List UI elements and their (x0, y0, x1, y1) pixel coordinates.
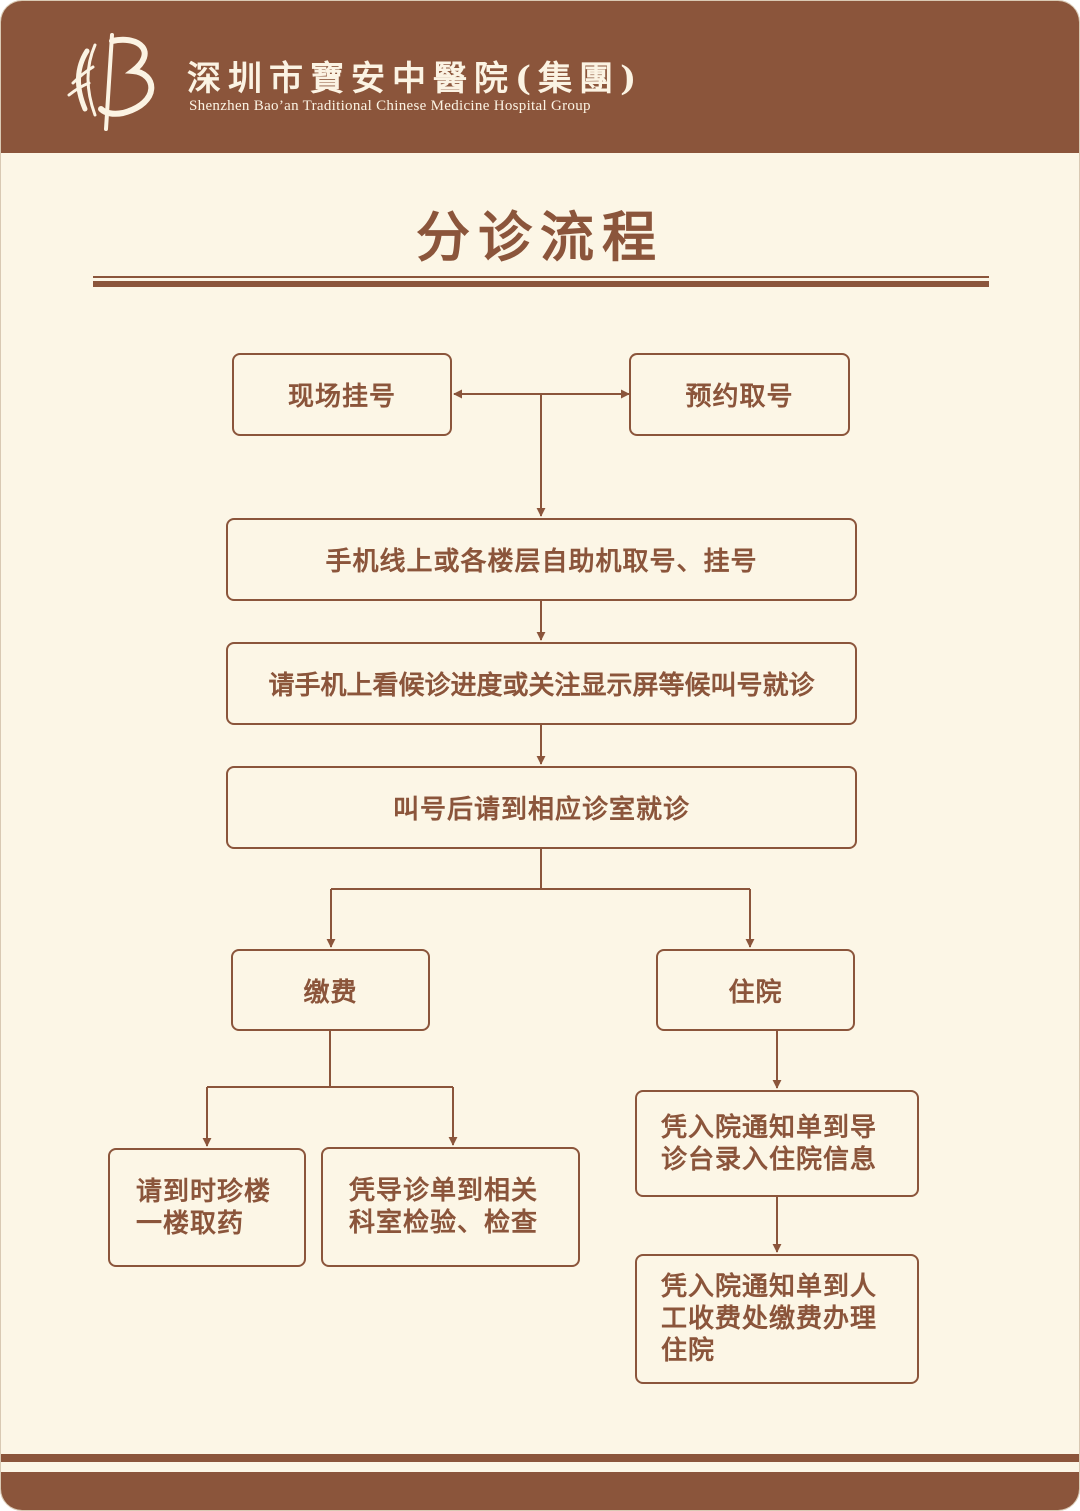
appointment-pickup-box: 预约取号 (629, 353, 850, 436)
admission-payment-box: 凭入院通知单到人工收费处缴费办理住院 (635, 1254, 919, 1384)
get-medicine-box: 请到时珍楼一楼取药 (108, 1148, 306, 1267)
self-service-registration-box: 手机线上或各楼层自助机取号、挂号 (226, 518, 857, 601)
lab-tests-box: 凭导诊单到相关科室检验、检查 (321, 1147, 580, 1267)
go-to-consult-room-box: 叫号后请到相应诊室就诊 (226, 766, 857, 849)
header-banner: 深圳市寶安中醫院(集團) Shenzhen Bao’an Traditional… (1, 1, 1079, 153)
title-divider-thick (93, 281, 989, 287)
footer-stripe-thin (1, 1454, 1079, 1462)
wait-for-call-box: 请手机上看候诊进度或关注显示屏等候叫号就诊 (226, 642, 857, 725)
page-title: 分诊流程 (416, 205, 664, 269)
hospitalization-box: 住院 (656, 949, 855, 1031)
hospital-logo-icon (67, 33, 155, 131)
title-divider-thin (93, 276, 989, 278)
hospital-name-chinese: 深圳市寶安中醫院(集團) (187, 59, 644, 99)
payment-box: 缴费 (231, 949, 430, 1031)
hospital-name-english: Shenzhen Bao’an Traditional Chinese Medi… (189, 98, 591, 114)
admission-register-box: 凭入院通知单到导诊台录入住院信息 (635, 1090, 919, 1197)
footer-stripe (1, 1472, 1079, 1510)
onsite-registration-box: 现场挂号 (232, 353, 452, 436)
